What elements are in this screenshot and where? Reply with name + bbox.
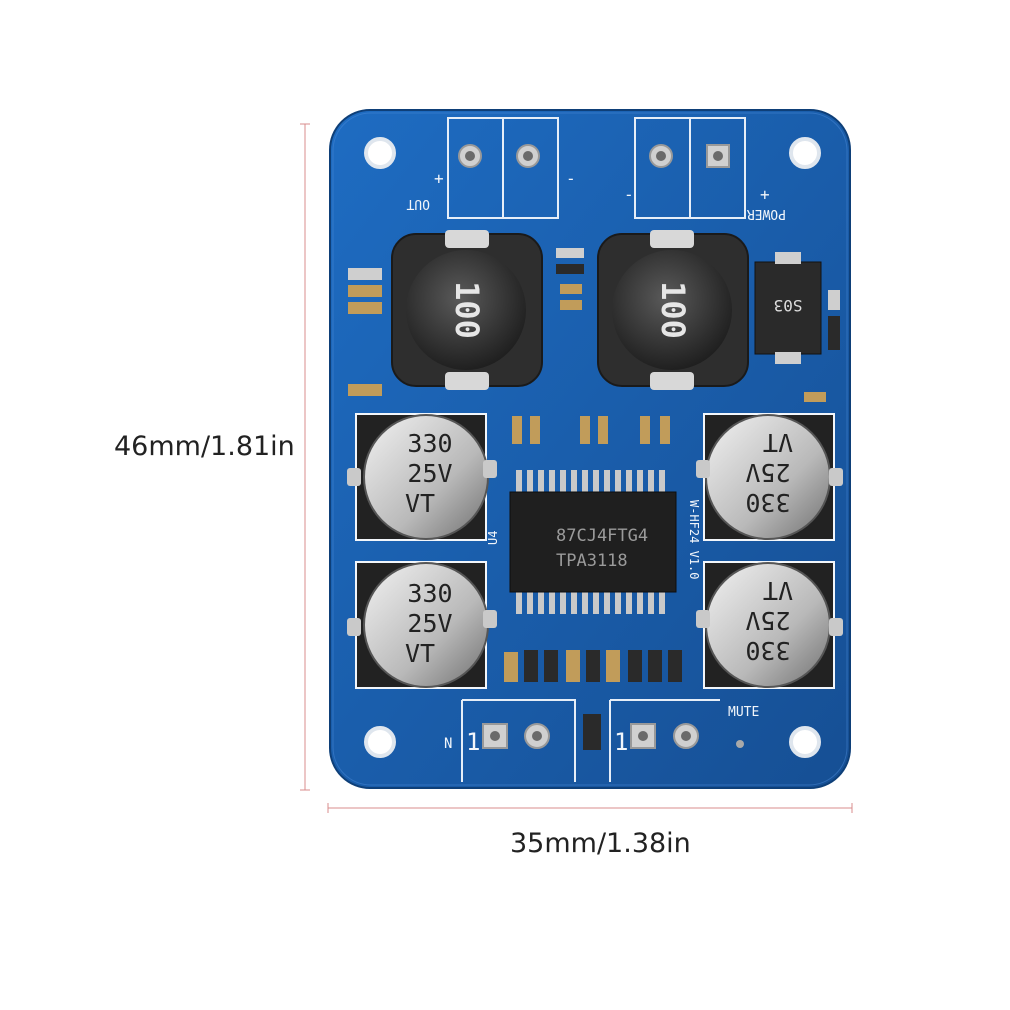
cap-c10-line2: 25V [407,459,452,488]
cap-c10-line1: 330 [407,429,452,458]
input-left-pin-one: 1 [466,728,480,756]
version-text: W-HF24 V1.0 [687,500,701,579]
output-terminal [447,117,559,219]
out-plus-label: + [434,169,444,188]
cap-c10-line3: VT [405,489,435,518]
width-dimension-line [327,803,853,813]
cap-c36-line3: VT [763,428,793,457]
cap-c37-line3: VT [405,639,435,668]
mute-label: MUTE [728,705,759,720]
inductor-right-marking: 100 [654,281,692,339]
cap-c8-line1: 330 [745,636,790,665]
input-right-pin-one: 1 [614,728,628,756]
input-pads [482,714,744,750]
smd-components [348,248,840,444]
width-dimension-label: 35mm/1.38in [510,828,691,859]
chip-bottom-line: TPA3118 [556,551,628,571]
cap-c8-line2: 25V [745,606,790,635]
cap-c36-line1: 330 [745,488,790,517]
inductor-right: 100 [597,230,749,390]
cap-c36-line2: 25V [745,458,790,487]
cap-c37-line2: 25V [407,609,452,638]
power-plus-label: + [760,185,770,204]
height-dimension-line [300,123,310,791]
diode-d3: S03 [754,252,822,364]
cap-c8-line3: VT [763,576,793,605]
height-dimension-label: 46mm/1.81in [114,431,295,462]
capacitor-c10: 330 25V VT [355,413,489,541]
power-minus-label: - [624,185,634,204]
capacitor-c37: 330 25V VT [355,561,489,689]
resistor-row [504,650,682,682]
power-terminal [634,117,746,219]
ic-chip: 87CJ4FTG4 TPA3118 U4 W-HF24 V1.0 [486,491,701,593]
out-minus-label: - [566,169,576,188]
input-connectors [461,699,720,782]
capacitor-c36: 330 25V VT [703,413,835,541]
capacitor-c8: 330 25V VT [703,561,835,689]
out-label: OUT [406,196,430,211]
cap-c37-line1: 330 [407,579,452,608]
mounting-holes [364,137,821,758]
chip-ref: U4 [486,531,500,545]
input-left-label: N [444,736,452,752]
power-label: POWER [747,206,786,221]
capacitor-tabs [347,460,843,636]
inductor-left-marking: 100 [448,281,486,339]
ic-chip-pins [516,470,665,614]
terminal-pads [458,144,730,168]
inductor-left: 100 [391,230,543,390]
diode-marking: S03 [774,296,803,315]
chip-top-line: 87CJ4FTG4 [556,526,648,546]
